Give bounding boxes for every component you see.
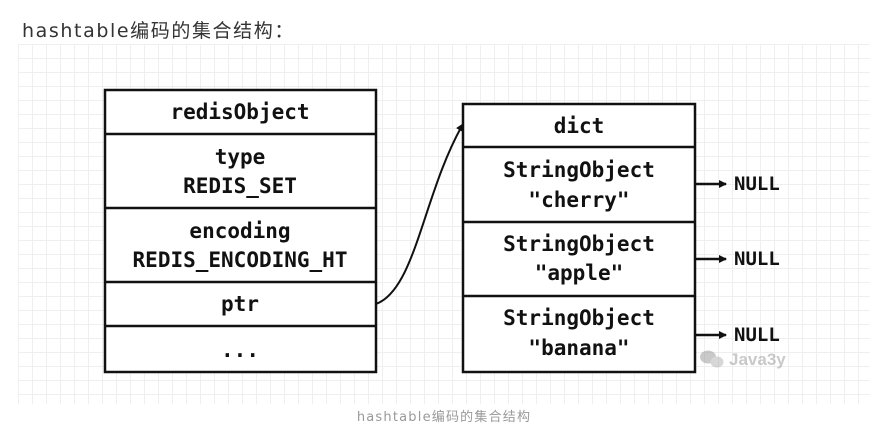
entry-type: StringObject	[503, 232, 655, 256]
page-heading: hashtable编码的集合结构：	[22, 20, 295, 42]
entry-value: "apple"	[535, 261, 624, 285]
ptr-field: ptr	[221, 292, 259, 316]
redis-object-box: redisObject type REDIS_SET encoding REDI…	[103, 88, 378, 374]
null-pointer: NULL	[695, 248, 780, 270]
ptr-to-dict-arrow	[375, 123, 464, 305]
ellipsis-field: ...	[221, 338, 259, 362]
watermark-text: Java3y	[729, 350, 786, 369]
wechat-icon	[700, 350, 724, 368]
type-field-value: REDIS_SET	[183, 174, 297, 198]
dict-box: dict StringObject "cherry" StringObject …	[461, 102, 697, 374]
figure-caption: hashtable编码的集合结构	[356, 410, 532, 425]
hashtable-diagram: redisObject type REDIS_SET encoding REDI…	[103, 88, 786, 374]
null-pointer: NULL	[695, 324, 780, 346]
null-label: NULL	[734, 324, 780, 346]
dict-title: dict	[554, 114, 605, 138]
entry-value: "banana"	[528, 336, 629, 360]
entry-type: StringObject	[503, 158, 655, 182]
encoding-field-label: encoding	[189, 219, 290, 243]
type-field-label: type	[215, 145, 266, 169]
watermark: Java3y	[700, 350, 786, 369]
null-label: NULL	[734, 173, 780, 195]
encoding-field-value: REDIS_ENCODING_HT	[133, 248, 348, 272]
entry-type: StringObject	[503, 306, 655, 330]
redis-object-title: redisObject	[170, 100, 309, 124]
null-pointer: NULL	[695, 173, 780, 195]
entry-value: "cherry"	[528, 188, 629, 212]
null-label: NULL	[734, 248, 780, 270]
diagram-figure: redisObject type REDIS_SET encoding REDI…	[18, 44, 870, 404]
